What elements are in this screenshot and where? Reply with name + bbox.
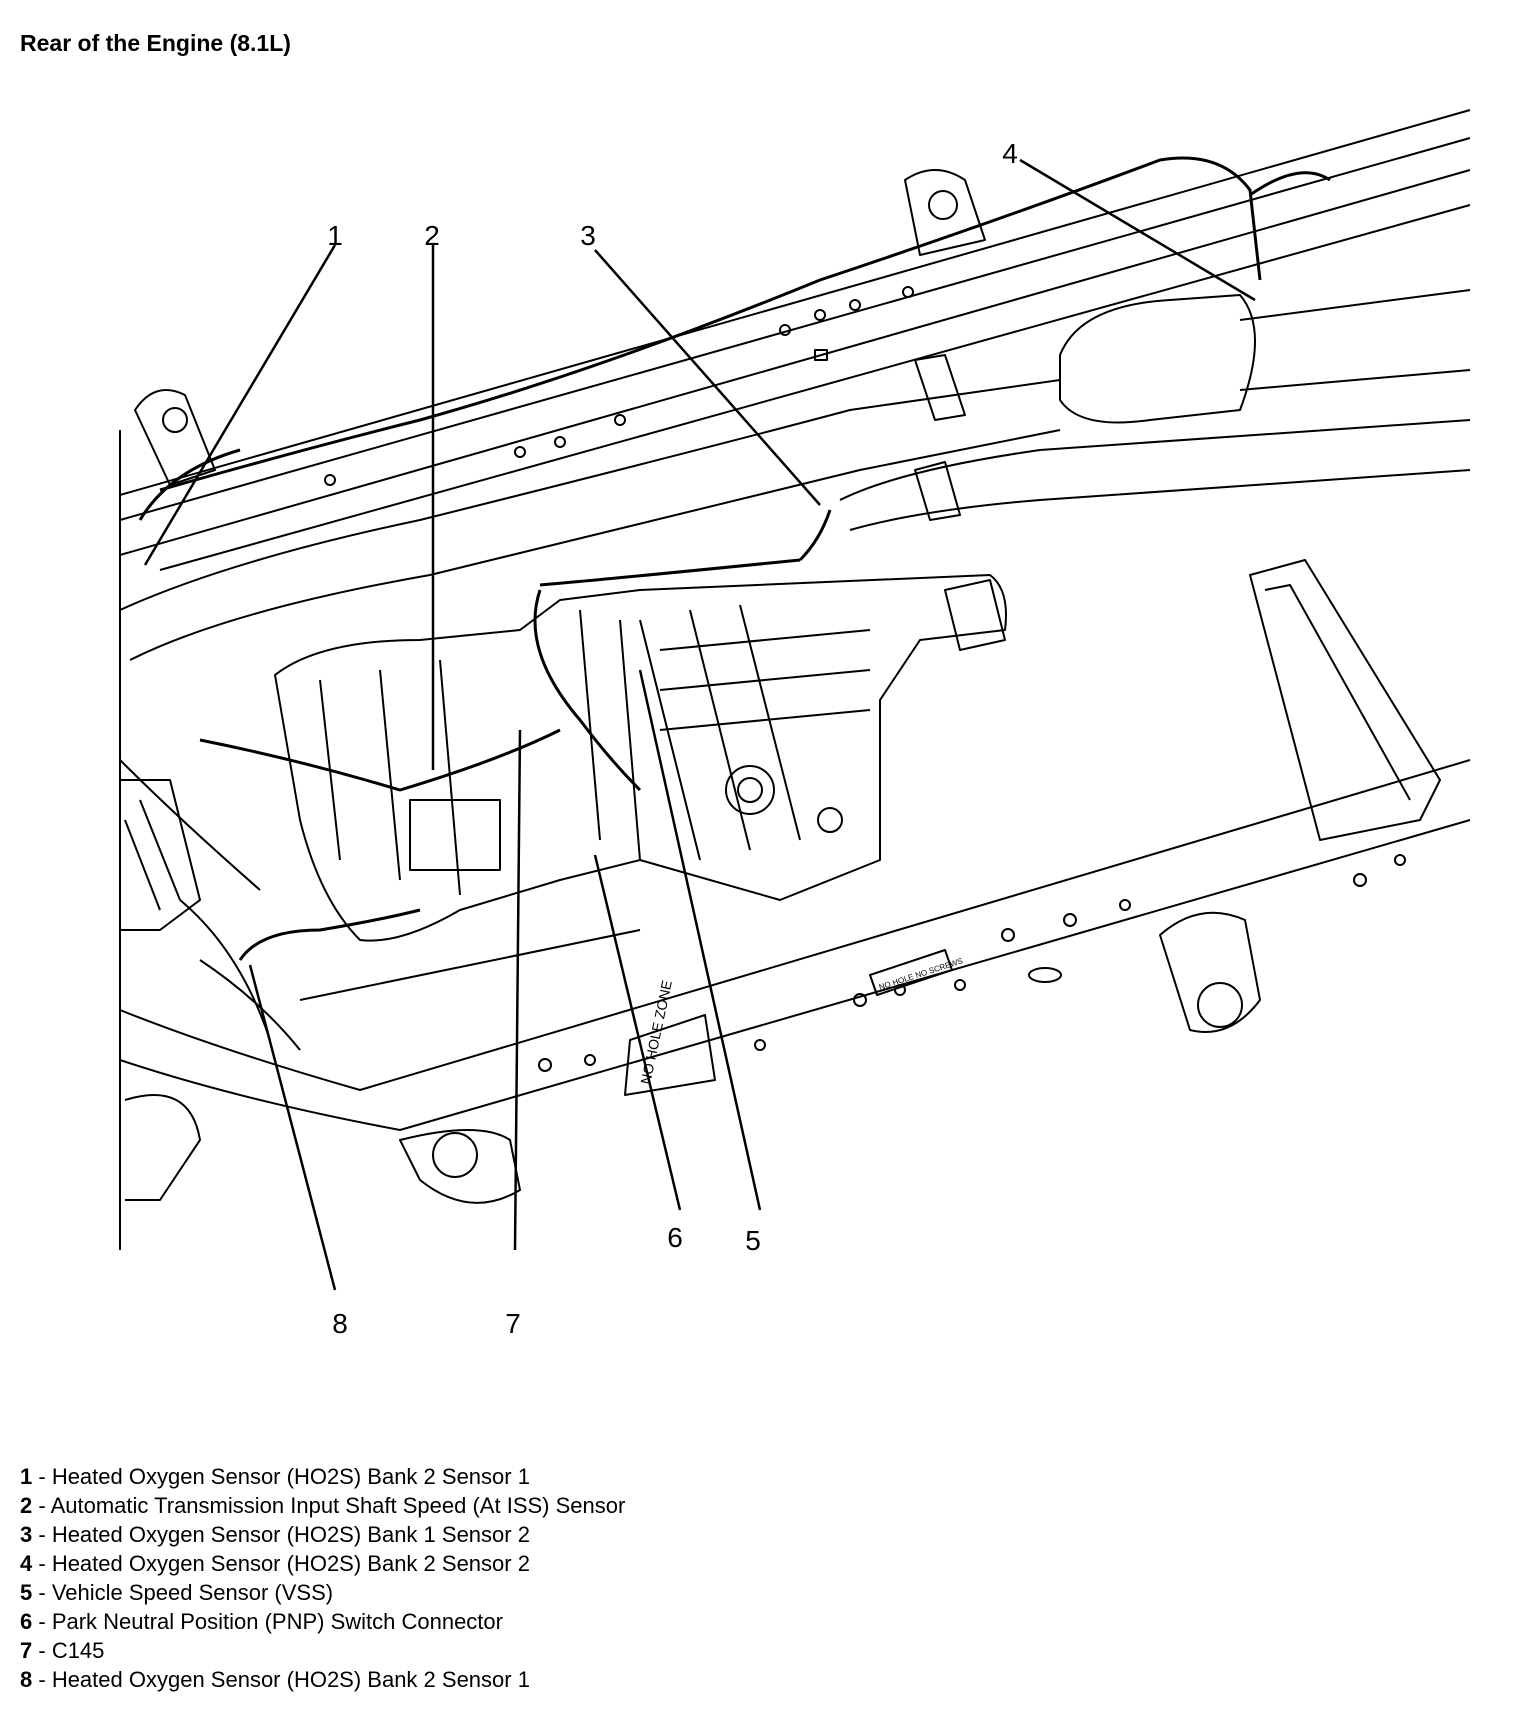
legend-item: 1 - Heated Oxygen Sensor (HO2S) Bank 2 S…: [20, 1464, 530, 1489]
legend-number: 8: [20, 1667, 33, 1692]
leader-lines: [143, 158, 1256, 1291]
callout-6: 6: [667, 1222, 683, 1253]
exhaust-system: [119, 289, 1471, 1051]
callout-5: 5: [745, 1225, 761, 1256]
legend-item: 2 - Automatic Transmission Input Shaft S…: [20, 1493, 626, 1518]
legend-label: Park Neutral Position (PNP) Switch Conne…: [51, 1609, 503, 1634]
callout-3: 3: [580, 220, 596, 251]
legend-number: 2: [20, 1493, 33, 1518]
legend-item: 7 - C145: [20, 1638, 105, 1663]
legend-item: 6 - Park Neutral Position (PNP) Switch C…: [20, 1609, 503, 1634]
callout-labels: 1 2 3 4 5 6 7 8: [327, 138, 1018, 1339]
upper-frame-rail: [119, 109, 1471, 571]
legend-label: Heated Oxygen Sensor (HO2S) Bank 2 Senso…: [51, 1667, 530, 1692]
legend-number: 5: [20, 1580, 33, 1605]
legend-number: 6: [20, 1609, 33, 1634]
legend-item: 4 - Heated Oxygen Sensor (HO2S) Bank 2 S…: [20, 1551, 530, 1576]
engine-block: [119, 430, 201, 1250]
frame-stamp-small: NO HOLE NO SCREWS: [878, 956, 964, 992]
legend-label: Vehicle Speed Sensor (VSS): [51, 1580, 334, 1605]
diagram-title: Rear of the Engine (8.1L): [20, 30, 291, 56]
legend-number: 4: [20, 1551, 33, 1576]
callout-8: 8: [332, 1308, 348, 1339]
legend-number: 1: [20, 1464, 33, 1489]
transmission-harness: [199, 509, 832, 961]
callout-7: 7: [505, 1308, 521, 1339]
upper-harness: [138, 156, 1331, 521]
legend-item: 5 - Vehicle Speed Sensor (VSS): [20, 1580, 334, 1605]
callout-4: 4: [1002, 138, 1018, 169]
legend-label: Automatic Transmission Input Shaft Speed…: [50, 1493, 626, 1518]
legend-number: 3: [20, 1522, 33, 1547]
frame-stamp-zone: NO HOLE ZONE: [637, 979, 675, 1086]
transmission: [274, 574, 1007, 942]
legend-label: Heated Oxygen Sensor (HO2S) Bank 2 Senso…: [51, 1551, 530, 1576]
legend-item: 3 - Heated Oxygen Sensor (HO2S) Bank 1 S…: [20, 1522, 530, 1547]
legend-label: C145: [51, 1638, 105, 1663]
lower-frame-rail: [119, 559, 1471, 1204]
legend-item: 8 - Heated Oxygen Sensor (HO2S) Bank 2 S…: [20, 1667, 530, 1692]
callout-2: 2: [424, 220, 440, 251]
callout-1: 1: [327, 220, 343, 251]
legend-number: 7: [20, 1638, 33, 1663]
legend-label: Heated Oxygen Sensor (HO2S) Bank 1 Senso…: [51, 1522, 530, 1547]
legend-label: Heated Oxygen Sensor (HO2S) Bank 2 Senso…: [51, 1464, 530, 1489]
legend: 1 - Heated Oxygen Sensor (HO2S) Bank 2 S…: [20, 1462, 625, 1694]
